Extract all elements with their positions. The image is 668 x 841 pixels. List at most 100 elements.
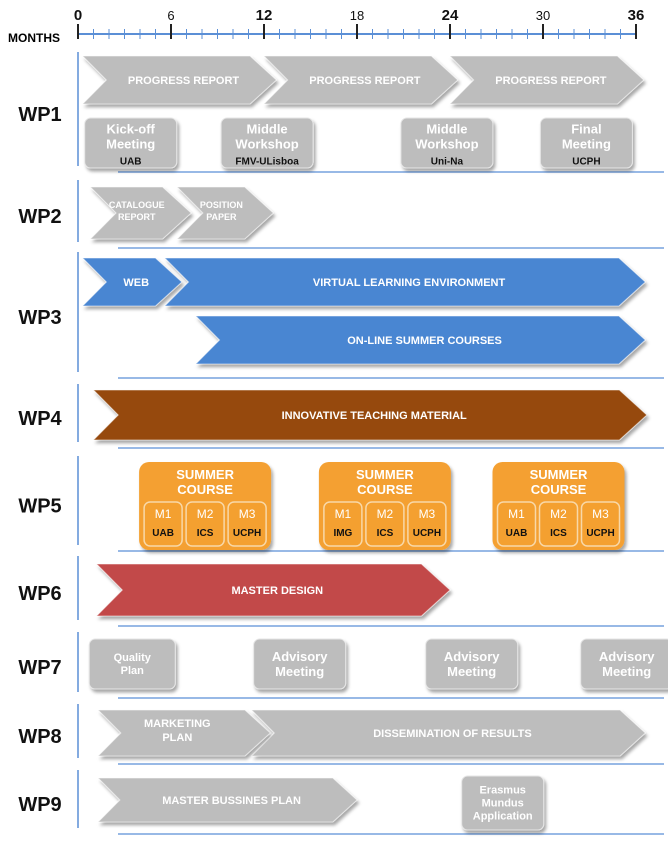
task-arrow-shape [448,55,645,105]
module-number: M1 [335,507,352,521]
milestone-label: Kick-off [107,122,156,137]
milestone-label: Meeting [447,664,496,679]
task-arrow-label: CATALOGUE [109,200,165,210]
module-box [496,501,537,547]
task-arrow: MASTER DESIGN [95,563,451,617]
task-arrow-label: VIRTUAL LEARNING ENVIRONMENT [313,277,506,289]
task-arrow: INNOVATIVE TEACHING MATERIAL [92,389,648,441]
wp-label: WP1 [18,104,61,126]
task-arrow-label: ON-LINE SUMMER COURSES [347,335,502,347]
task-arrow-shape [163,257,647,307]
task-arrow-label: MARKETING [144,718,211,730]
module-number: M1 [508,507,525,521]
module-number: M3 [592,507,609,521]
summer-course-title: COURSE [531,482,587,497]
wp-label: WP2 [18,206,61,228]
wp-label: WP5 [18,496,61,518]
milestone-label: Middle [247,122,288,137]
module-box [185,501,225,547]
milestone-partner: FMV-ULisboa [235,157,299,168]
module-number: M1 [155,507,172,521]
wp-label: WP4 [18,408,62,430]
wp-label: WP9 [18,794,61,816]
module-box [407,501,447,547]
task-arrow-label: DISSEMINATION OF RESULTS [373,728,532,740]
milestone-label: Advisory [599,649,655,664]
wp-label: WP3 [18,307,61,329]
row-wp4: WP4 INNOVATIVE TEACHING MATERIAL [18,384,664,449]
axis-tick-label: 36 [628,7,645,24]
module-partner: UCPH [586,528,614,539]
summer-course-title: COURSE [357,482,413,497]
task-arrow-shape [194,315,647,365]
summer-course-title: SUMMER [530,467,588,482]
task-arrow-shape [96,777,358,823]
milestone-box-shape [84,117,178,169]
milestone-box-shape [220,117,314,169]
axis-tick-label: 12 [256,7,273,24]
axis-tick-label: 6 [167,8,174,23]
milestone-label: Workshop [235,137,298,152]
module-partner: UCPH [413,528,441,539]
task-arrow: WEB [81,257,183,307]
wp-label: WP7 [18,657,61,679]
milestone-label: Quality [114,652,152,664]
milestone-label: Erasmus [479,785,525,797]
module-number: M2 [377,507,394,521]
task-arrow: PROGRESS REPORT [262,55,459,105]
task-arrow-shape [176,186,275,240]
task-arrow-shape [96,709,271,757]
row-wp6: WP6 MASTER DESIGN [18,556,664,627]
milestone-partner: UAB [120,157,142,168]
wp-label: WP8 [18,726,61,748]
task-arrow-label: PLAN [162,732,192,744]
row-wp9: WP9 MASTER BUSSINES PLAN ErasmusMundusAppl… [18,770,664,835]
milestone-label: Workshop [415,137,478,152]
milestone-box-shape [539,117,633,169]
module-partner: ICS [550,528,567,539]
summer-course-title: SUMMER [356,467,414,482]
axis-label: MONTHS [8,31,60,45]
module-partner: ICS [377,528,394,539]
module-number: M3 [239,507,256,521]
milestone-label: Plan [121,665,145,677]
summer-course-title: COURSE [177,482,233,497]
milestone-label: Meeting [562,137,611,152]
milestone-partner: Uni-Na [431,157,464,168]
wp-label: WP6 [18,583,61,605]
module-box [143,501,183,547]
milestone-label: Advisory [444,649,500,664]
task-arrow: DISSEMINATION OF RESULTS [250,709,647,757]
task-arrow-label: MASTER DESIGN [231,585,323,597]
milestone-box-shape [580,638,668,690]
task-arrow-label: PROGRESS REPORT [495,75,607,87]
milestone-label: Application [473,811,533,823]
module-box [365,501,405,547]
module-partner: UCPH [233,528,261,539]
task-arrow-label: PROGRESS REPORT [309,75,421,87]
row-wp8: WP8 MARKETING PLAN DISSEMINATION OF RESULTS [18,704,664,765]
milestone-label: Meeting [275,664,324,679]
task-arrow-label: PAPER [206,212,237,222]
task-arrow-label: MASTER BUSSINES PLAN [162,795,301,807]
module-number: M3 [419,507,436,521]
milestone-label: Meeting [602,664,651,679]
task-arrow: PROGRESS REPORT [448,55,645,105]
module-number: M2 [197,507,214,521]
